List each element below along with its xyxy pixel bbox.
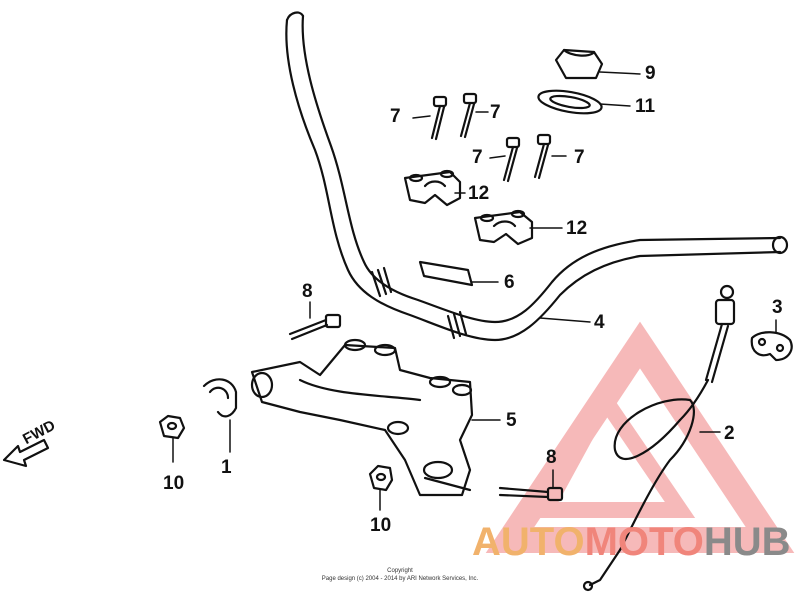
- holder-3: [750, 331, 793, 362]
- callout-10-right: 10: [370, 515, 392, 536]
- bolt-8-upper: [288, 313, 342, 341]
- watermark-text: AUTOMOTOHUB: [472, 520, 791, 565]
- callout-12-b: 12: [566, 218, 588, 239]
- watermark-part-2: MOTO: [584, 520, 704, 564]
- callout-3: 3: [772, 297, 783, 318]
- callout-5: 5: [506, 410, 517, 431]
- leader-lines: [172, 71, 777, 511]
- bolt-7-b: [459, 92, 478, 139]
- callout-10-left: 10: [163, 473, 185, 494]
- nut-10-left: [158, 414, 186, 440]
- callout-11: 11: [635, 96, 656, 117]
- callout-8-lower: 8: [546, 447, 557, 468]
- upper-holder-right: [473, 209, 534, 246]
- nut-10-right: [368, 464, 394, 492]
- fwd-arrow-icon: [2, 438, 50, 468]
- callout-4: 4: [594, 312, 605, 333]
- bolt-7-c: [502, 136, 521, 183]
- handlebar-holder-5: [250, 338, 474, 497]
- watermark-part-3: HUB: [703, 520, 791, 564]
- bolt-7-a: [430, 95, 448, 141]
- callout-8-upper: 8: [302, 281, 313, 302]
- bolt-8-lower: [498, 486, 564, 502]
- cap-9: [554, 48, 604, 80]
- copyright-line-1: Copyright: [387, 568, 413, 574]
- watermark-triangle-logo: [485, 321, 795, 553]
- callout-7-c: 7: [472, 147, 483, 168]
- plate-6: [418, 260, 474, 287]
- cable-2: [582, 284, 736, 592]
- copyright-notice: Copyright Page design (c) 2004 - 2014 by…: [300, 567, 500, 583]
- callout-7-b: 7: [490, 102, 501, 123]
- bolt-7-d: [533, 133, 552, 180]
- handlebar: [285, 11, 789, 342]
- watermark-part-1: AUTO: [472, 520, 585, 564]
- copyright-line-2: Page design (c) 2004 - 2014 by ARI Netwo…: [321, 576, 479, 582]
- washer-11: [537, 89, 603, 115]
- clip-1: [202, 378, 238, 418]
- callout-1: 1: [221, 457, 232, 478]
- callout-12-a: 12: [468, 183, 490, 204]
- callout-9: 9: [645, 63, 656, 84]
- callout-7-d: 7: [574, 147, 585, 168]
- upper-holder-left: [403, 169, 462, 207]
- callout-6: 6: [504, 272, 515, 293]
- callout-7-a: 7: [390, 106, 401, 127]
- callout-2: 2: [724, 423, 735, 444]
